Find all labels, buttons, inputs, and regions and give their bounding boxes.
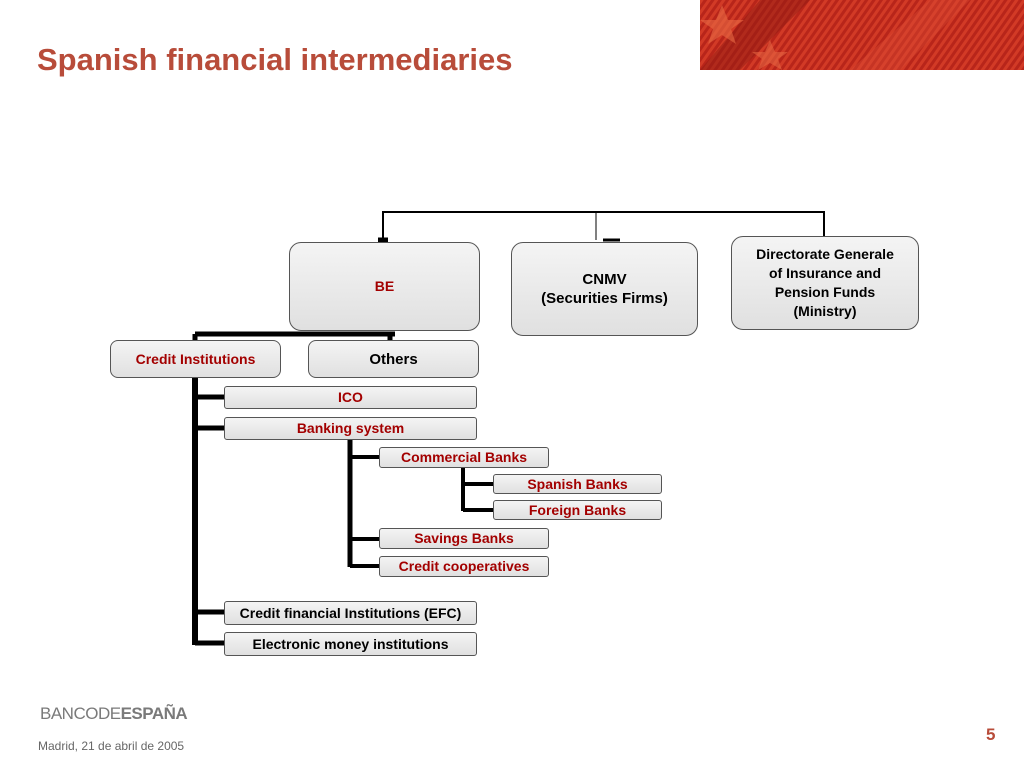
dg-label-line3: Pension Funds [774,284,876,300]
ico-label: ICO [338,389,363,405]
logo-de: DE [97,704,121,723]
dg-label-line2: of Insurance and [768,265,882,281]
page-number: 5 [986,725,996,744]
cnmv-node: CNMV (Securities Firms) [511,242,698,336]
efc-node: Credit financial Institutions (EFC) [224,601,477,625]
be-label: BE [374,278,395,294]
savings-banks-label: Savings Banks [414,530,514,546]
others-node: Others [308,340,479,378]
electronic-money-label: Electronic money institutions [252,635,449,652]
credit-cooperatives-label: Credit cooperatives [398,558,530,574]
ico-node: ICO [224,386,477,409]
banking-system-label: Banking system [296,420,405,436]
credit-institutions-label: Credit Institutions [135,350,256,367]
efc-label: Credit financial Institutions (EFC) [239,604,462,621]
dg-label-line4: (Ministry) [793,303,857,319]
star-icon [700,5,744,44]
dg-label-line1: Directorate Generale [756,246,894,262]
star-icon [752,40,788,70]
directorate-generale-node: Directorate Generale of Insurance and Pe… [731,236,919,330]
others-label: Others [369,350,418,368]
spanish-banks-node: Spanish Banks [493,474,662,494]
credit-institutions-node: Credit Institutions [110,340,281,378]
slide-title: Spanish financial intermediaries [37,42,513,77]
logo-banco: BANCO [40,704,98,723]
commercial-banks-node: Commercial Banks [379,447,549,468]
be-node: BE [289,242,480,331]
banking-system-node: Banking system [224,417,477,440]
banco-de-espana-logo: BANCODEESPAÑA [40,704,188,724]
cnmv-label: CNMV [582,271,627,288]
foreign-banks-node: Foreign Banks [493,500,662,520]
spanish-banks-label: Spanish Banks [527,475,628,492]
credit-cooperatives-node: Credit cooperatives [379,556,549,577]
cnmv-sublabel: (Securities Firms) [541,290,668,307]
logo-espana: ESPAÑA [120,704,188,723]
foreign-banks-label: Foreign Banks [528,501,627,518]
flag-banner [700,0,1024,70]
electronic-money-node: Electronic money institutions [224,632,477,656]
commercial-banks-label: Commercial Banks [400,449,528,465]
savings-banks-node: Savings Banks [379,528,549,549]
footer-date: Madrid, 21 de abril de 2005 [38,739,185,753]
